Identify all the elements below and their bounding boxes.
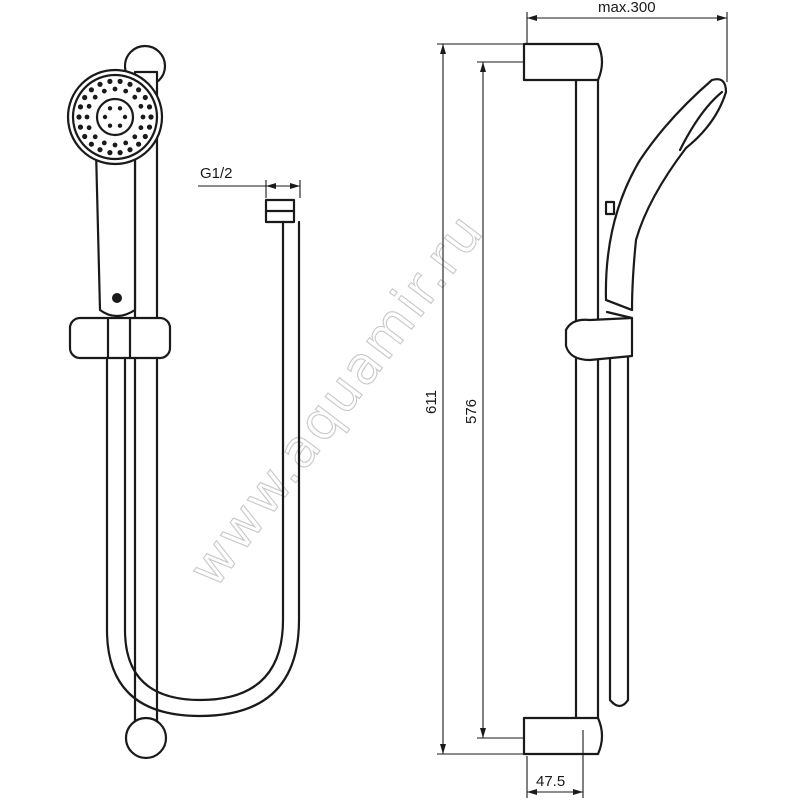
spray-nozzle (142, 94, 148, 101)
spray-nozzle (132, 94, 138, 100)
spray-nozzle (88, 141, 94, 147)
spray-nozzle (123, 140, 129, 146)
slide-rail (133, 70, 159, 732)
spray-nozzle (148, 114, 154, 120)
thread-size-label: G1/2 (200, 165, 233, 182)
shower-hose (123, 220, 285, 702)
spray-nozzle (107, 123, 113, 128)
spray-nozzle (76, 114, 82, 120)
wall-offset-label: 47.5 (536, 773, 565, 790)
spray-nozzle (77, 124, 84, 130)
spray-nozzle (112, 86, 118, 92)
front-view (66, 44, 301, 760)
spray-nozzle (82, 133, 88, 140)
slider-holder (68, 316, 172, 360)
spray-nozzle (107, 150, 113, 156)
spray-nozzle (146, 104, 153, 110)
spray-nozzle (107, 106, 113, 111)
spray-nozzle (97, 81, 103, 87)
bottom-wall-bracket (124, 716, 168, 760)
max-width-label: max.300 (598, 0, 656, 16)
side-slide-rail (574, 76, 600, 730)
spray-nozzle (142, 133, 148, 140)
spray-nozzle (117, 123, 123, 128)
side-slider-holder (564, 316, 634, 362)
spray-nozzle (136, 141, 142, 147)
spray-nozzle (88, 87, 94, 93)
side-view (522, 42, 728, 756)
spray-nozzle (86, 125, 92, 131)
spray-nozzle (101, 88, 107, 94)
spray-nozzle (82, 94, 88, 101)
spray-nozzle (112, 142, 118, 148)
spray-nozzle (117, 150, 123, 156)
side-hand-shower (604, 78, 728, 312)
total-height-label: 611 (423, 390, 440, 414)
spray-nozzles (76, 78, 154, 156)
spray-nozzle (102, 114, 108, 120)
spray-nozzle (92, 94, 98, 100)
spray-nozzle (138, 103, 144, 109)
dimension-lines (198, 12, 728, 798)
hand-shower-head (66, 68, 164, 166)
spray-nozzle (127, 81, 133, 87)
bracket-distance-label: 576 (463, 399, 480, 424)
side-bottom-bracket (522, 716, 604, 756)
spray-nozzle (132, 134, 138, 140)
brand-logo-icon (112, 293, 122, 303)
spray-nozzle (123, 88, 129, 94)
spray-nozzle (146, 124, 153, 130)
spray-nozzle (84, 114, 90, 120)
spray-nozzle (77, 104, 84, 110)
spray-nozzle (117, 78, 123, 84)
side-hose (608, 320, 630, 708)
spray-nozzle (136, 87, 142, 93)
spray-nozzle (140, 114, 146, 120)
hand-shower-handle (94, 148, 137, 318)
spray-nozzle (101, 140, 107, 146)
spray-nozzle (92, 134, 98, 140)
spray-nozzle (138, 125, 144, 131)
spray-nozzle (127, 147, 133, 153)
watermark: www.aquamir.ru (177, 203, 496, 598)
side-top-bracket (522, 42, 604, 82)
spray-nozzle (86, 103, 92, 109)
spray-nozzle (117, 106, 123, 111)
spray-nozzle (97, 147, 103, 153)
spray-nozzle (107, 78, 113, 84)
spray-nozzle (122, 114, 128, 120)
